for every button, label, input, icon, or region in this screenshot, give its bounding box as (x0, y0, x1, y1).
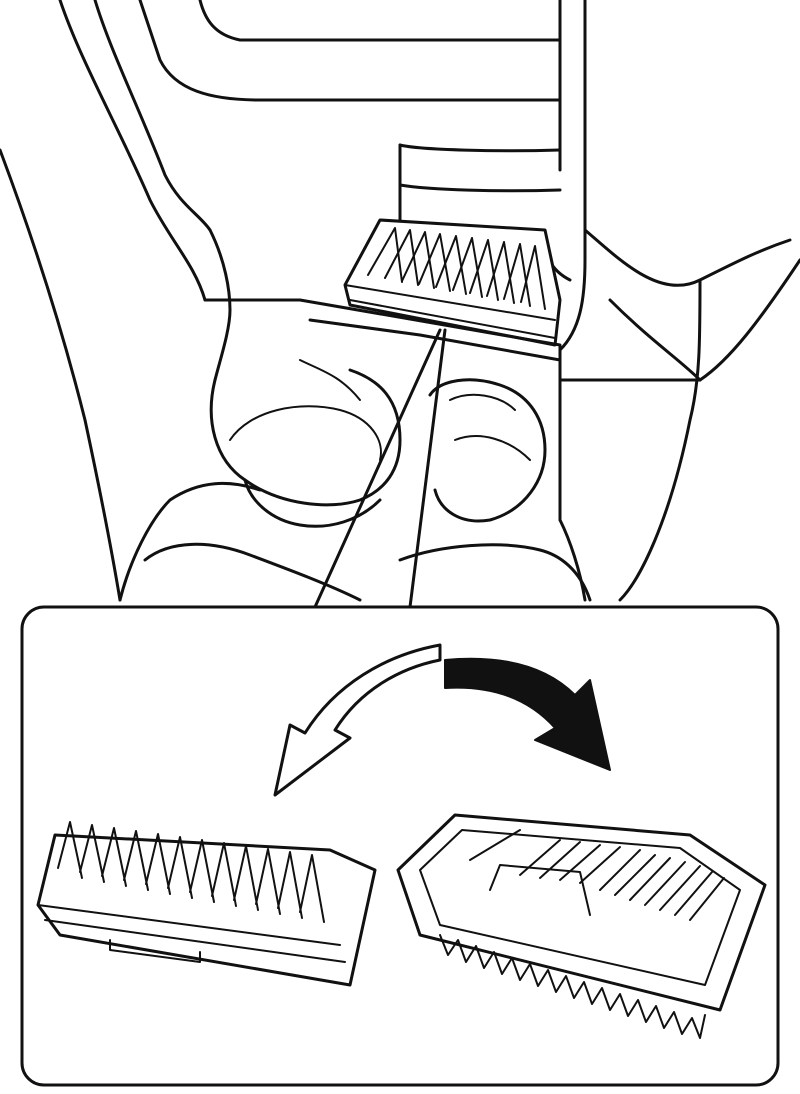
filter-tray-installed (343, 218, 562, 347)
cup-holders (118, 298, 592, 602)
flip-arrow-solid (444, 657, 611, 771)
filter-bottom-view (396, 813, 767, 1039)
flip-arrow-outline (273, 643, 442, 797)
filter-top-view (36, 821, 377, 987)
callout-leader (313, 328, 447, 609)
